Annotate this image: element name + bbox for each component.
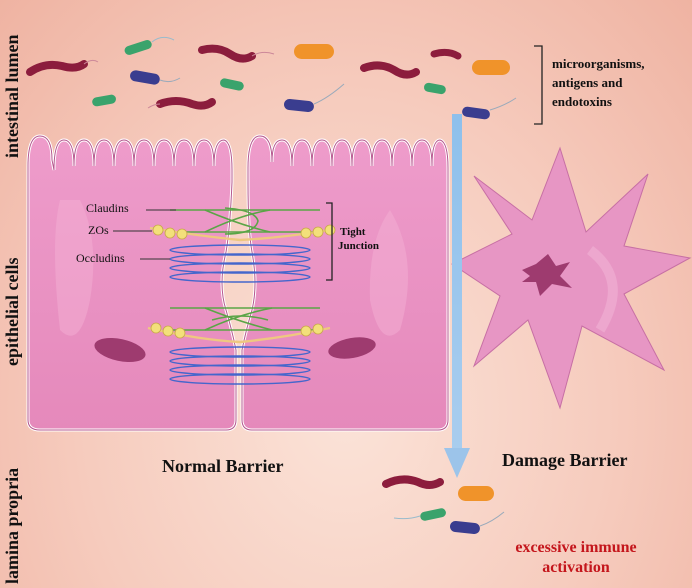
damaged-cell: [451, 146, 692, 410]
zos-label: ZOs: [88, 223, 109, 237]
bacterium-green-3: [220, 78, 244, 91]
left-epithelial-cell: [26, 134, 238, 432]
outcome-label-2: activation: [542, 559, 610, 576]
junction-label: Junction: [338, 240, 379, 252]
bacterium-green-1: [124, 36, 175, 55]
normal-barrier-label: Normal Barrier: [162, 456, 284, 476]
bacterium-blue-3: [462, 97, 517, 120]
lumen-bacteria: [26, 36, 517, 120]
bacterium-red-3: [147, 97, 216, 110]
bacterium-blue-4: [449, 511, 505, 534]
bacterium-green-2: [92, 94, 116, 107]
occludins-label: Occludins: [76, 251, 125, 265]
microbe-label-3: endotoxins: [552, 94, 612, 109]
bacterium-red-2: [198, 44, 275, 63]
right-epithelial-cell: [240, 134, 450, 432]
tight-junction-lower: [147, 307, 331, 385]
bacterium-red-1: [26, 59, 99, 76]
lamina-bacteria: [382, 475, 505, 534]
tight-label: Tight: [340, 226, 366, 238]
bacterium-red-5: [430, 48, 462, 60]
epithelial-label: epithelial cells: [2, 257, 22, 366]
bacterium-orange-3: [458, 486, 494, 501]
microbe-bracket: [534, 45, 543, 125]
bacterium-orange-1: [294, 44, 334, 59]
microbe-label-1: microorganisms,: [552, 56, 645, 71]
bacterium-green-5: [393, 508, 446, 521]
outcome-label-1: excessive immune: [515, 539, 637, 556]
bacterium-blue-2: [283, 83, 345, 112]
bacterium-red-6: [382, 475, 444, 489]
claudins-label: Claudins: [86, 201, 129, 215]
bacterium-red-4: [360, 61, 420, 79]
tight-junction-bracket: [326, 202, 333, 281]
bacterium-blue-1: [130, 70, 181, 85]
lumen-label: intestinal lumen: [2, 34, 22, 158]
translocation-arrow: [444, 114, 470, 478]
microbe-label-2: antigens and: [552, 75, 623, 90]
tight-junction-upper: [149, 207, 336, 283]
damage-barrier-label: Damage Barrier: [502, 450, 628, 470]
bacterium-green-4: [424, 82, 446, 95]
left-nucleus: [94, 337, 146, 363]
lamina-label: lamina propria: [2, 467, 22, 584]
bacterium-orange-2: [472, 60, 510, 75]
damaged-nucleus: [522, 254, 572, 296]
right-nucleus: [328, 337, 376, 359]
